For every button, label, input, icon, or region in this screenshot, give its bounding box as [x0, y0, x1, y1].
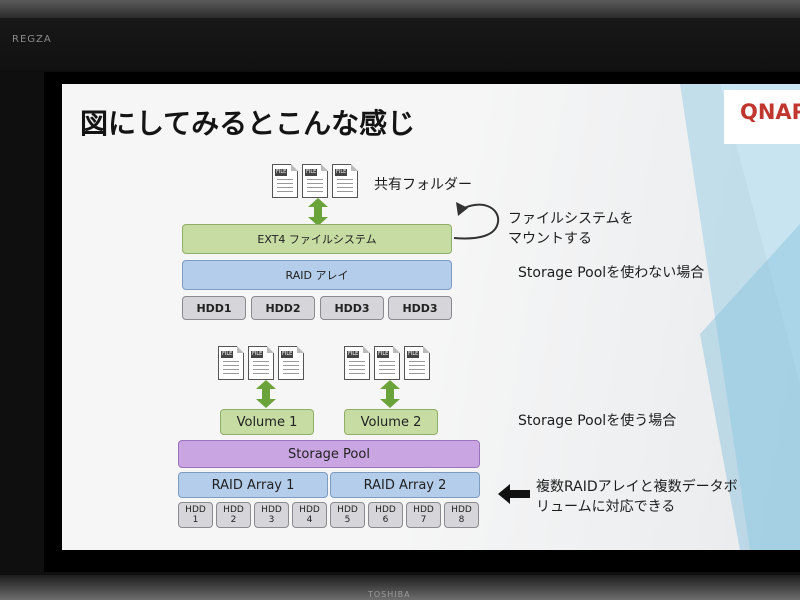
hdd-word: HDD [223, 505, 244, 515]
hdd-word: HDD [375, 505, 396, 515]
raid-array-box: RAID アレイ [182, 260, 452, 290]
file-icon: FILE [302, 164, 328, 198]
hdd-number: 3 [268, 515, 275, 525]
raid-array2-box: RAID Array 2 [330, 472, 480, 498]
hdd-box: HDD3 [320, 296, 384, 320]
slide-title: 図にしてみるとこんな感じ [80, 107, 416, 140]
double-arrow-icon [308, 198, 328, 226]
mount-label-line2: マウントする [508, 231, 592, 247]
bezel-glare [0, 0, 800, 18]
shared-folder-label: 共有フォルダー [374, 177, 472, 193]
tv-bezel-bottom [0, 575, 800, 600]
hdd-word: HDD [299, 505, 320, 515]
file-icon: FILE [218, 346, 244, 380]
file-icon: FILE [344, 346, 370, 380]
ext4-filesystem-box: EXT4 ファイルシステム [182, 224, 452, 254]
file-icon: FILE [278, 346, 304, 380]
qnap-logo-text: QNAP [740, 100, 800, 124]
hdd-number: 8 [458, 515, 465, 525]
hdd-number: 1 [192, 515, 199, 525]
volume2-files: FILE FILE FILE [344, 346, 430, 380]
hdd-box: HDD3 [388, 296, 452, 320]
double-arrow-icon [380, 380, 400, 408]
hdd-number: 5 [344, 515, 351, 525]
qnap-logo [724, 90, 800, 144]
tv-brand-bottom: TOSHIBA [368, 590, 411, 599]
file-icon: FILE [374, 346, 400, 380]
hdd-word: HDD [413, 505, 434, 515]
hdd-word: HDD [337, 505, 358, 515]
caption-with-pool: Storage Poolを使う場合 [518, 413, 677, 429]
note-line1: 複数RAIDアレイと複数データボ [536, 479, 738, 495]
hdd-number: 6 [382, 515, 389, 525]
hdd-word: HDD [261, 505, 282, 515]
mount-curve-arrow-icon [454, 202, 500, 240]
storage-pool-box: Storage Pool [178, 440, 480, 468]
double-arrow-icon [256, 380, 276, 408]
hdd-number: 4 [306, 515, 313, 525]
hdd-box: HDD2 [251, 296, 315, 320]
file-icon: FILE [272, 164, 298, 198]
caption-without-pool: Storage Poolを使わない場合 [518, 265, 705, 281]
volume2-box: Volume 2 [344, 409, 438, 435]
file-icon: FILE [248, 346, 274, 380]
presentation-slide: QNAP 図にしてみるとこんな感じ FILE FILE FILE 共有フォルダー… [62, 84, 800, 550]
file-icon: FILE [404, 346, 430, 380]
note-line2: リュームに対応できる [536, 499, 676, 515]
shared-folder-files: FILE FILE FILE [272, 164, 358, 198]
hdd-word: HDD [185, 505, 206, 515]
volume1-box: Volume 1 [220, 409, 314, 435]
left-arrow-icon [498, 484, 530, 504]
mount-label-line1: ファイルシステムを [508, 211, 634, 227]
hdd-number: 7 [420, 515, 427, 525]
hdd-number: 2 [230, 515, 237, 525]
slide-decoration [680, 84, 800, 550]
hdd-box: HDD1 [182, 296, 246, 320]
hdd-word: HDD [451, 505, 472, 515]
tv-brand-logo: REGZA [12, 34, 52, 45]
file-icon: FILE [332, 164, 358, 198]
raid-array1-box: RAID Array 1 [178, 472, 328, 498]
volume1-files: FILE FILE FILE [218, 346, 304, 380]
tv-bezel-top: REGZA [0, 0, 800, 70]
